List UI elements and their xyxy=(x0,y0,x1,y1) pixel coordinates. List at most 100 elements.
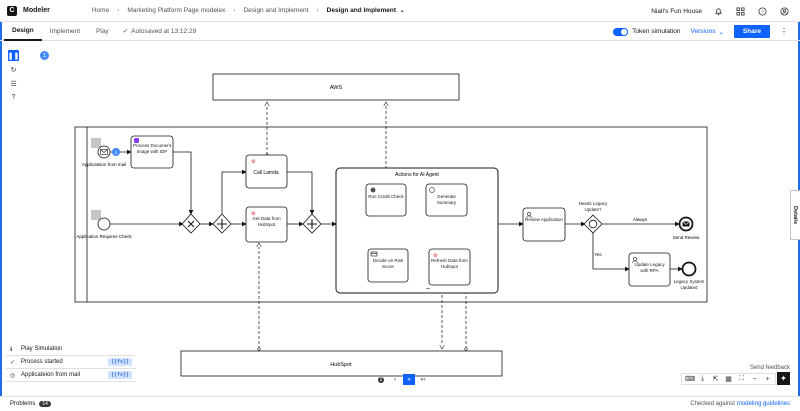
info-icon: ℹ xyxy=(10,346,13,353)
breadcrumb-folder[interactable]: Design and Implement xyxy=(243,7,309,14)
instance-count-badge[interactable]: 1 xyxy=(40,51,49,60)
modeling-guidelines-link[interactable]: modeling guidelines xyxy=(736,401,790,407)
camunda-logo[interactable]: C xyxy=(7,5,17,16)
zoom-in-icon[interactable]: + xyxy=(765,375,770,383)
token-simulation-toggle[interactable] xyxy=(613,27,629,36)
task-decide-risk-score[interactable] xyxy=(367,248,409,283)
script-icon xyxy=(370,187,376,193)
organization-name[interactable]: Niall's Fun House xyxy=(651,7,702,15)
apps-grid-icon[interactable] xyxy=(735,6,746,17)
gateway-needs-legacy-update[interactable] xyxy=(583,214,603,234)
user-avatar-icon[interactable] xyxy=(779,6,790,17)
breadcrumb-home[interactable]: Home xyxy=(91,7,110,14)
overflow-menu-icon[interactable]: ⋮ xyxy=(780,27,788,36)
play-icon[interactable]: › xyxy=(394,376,396,383)
keyboard-icon[interactable]: ⌨ xyxy=(685,376,696,383)
task-call-lamda[interactable] xyxy=(245,154,288,189)
breadcrumb-current-diagram[interactable]: Design and Implement ⌄ xyxy=(326,7,405,14)
svg-text:?: ? xyxy=(761,9,764,14)
checkmark-icon: ✓ xyxy=(122,28,129,35)
aws-pool[interactable] xyxy=(212,73,460,101)
ai-agent-subprocess-title: Actions for AI Agent xyxy=(395,172,439,178)
step-count-badge: 2 xyxy=(377,376,385,383)
parallel-gateway-split[interactable] xyxy=(212,213,232,234)
bpmn-canvas[interactable]: AWS HubSpot 1 Applicateio xyxy=(0,41,800,396)
ai-service-icon xyxy=(429,187,435,193)
start-event-check[interactable] xyxy=(91,210,111,231)
log-list-icon[interactable]: ☰ xyxy=(10,80,17,88)
map-icon[interactable]: ▦ xyxy=(725,376,732,383)
gateway-needs-legacy-update-label: Needs Legacy Update? xyxy=(578,201,608,212)
simulation-log-panel: ℹ Play Simulation ✓ Process started {{fx… xyxy=(6,343,136,382)
task-update-legacy-rpa-label: Update Legacy with RPA xyxy=(634,262,665,273)
reset-icon[interactable]: ↻ xyxy=(10,66,17,74)
download-icon[interactable]: ⤓ xyxy=(700,375,705,382)
hubspot-pool[interactable] xyxy=(180,350,503,377)
aws-pool-label: AWS xyxy=(330,85,343,91)
start-event-check-label: Application Requires Check xyxy=(76,234,132,239)
help-icon[interactable]: ? xyxy=(757,6,768,17)
details-panel-toggle[interactable]: Details xyxy=(790,190,800,240)
variables-button[interactable]: {{fx}} xyxy=(107,371,132,379)
send-feedback-link[interactable]: Send feedback xyxy=(749,365,790,371)
start-event-mail[interactable]: 1 xyxy=(91,138,120,159)
share-button[interactable]: Share xyxy=(733,25,770,38)
connector-icon: ⚙ xyxy=(251,159,256,165)
ai-assistant-icon[interactable]: ✦ xyxy=(777,372,790,385)
simulation-log-row[interactable]: ◎ Applicateion from mail {{fx}} xyxy=(6,369,136,382)
end-event-legacy-updated-label: Legacy System Updated xyxy=(673,279,705,290)
simulation-log-row[interactable]: ✓ Process started {{fx}} xyxy=(6,356,136,369)
breadcrumb-separator-icon: › xyxy=(233,7,236,14)
task-run-credit-check[interactable] xyxy=(365,183,407,217)
zoom-out-icon[interactable]: − xyxy=(752,375,757,383)
parallel-gateway-join[interactable] xyxy=(302,213,322,234)
tab-design[interactable]: Design xyxy=(4,22,42,41)
tab-implement[interactable]: Implement xyxy=(49,27,81,35)
user-task-icon xyxy=(527,212,531,216)
end-event-legacy-updated[interactable] xyxy=(681,261,697,277)
simulation-log-row[interactable]: ℹ Play Simulation xyxy=(6,343,136,356)
notification-bell-icon[interactable] xyxy=(713,6,724,17)
variables-button[interactable]: {{fx}} xyxy=(107,358,132,366)
versions-dropdown[interactable]: Versions⌄ xyxy=(690,28,724,36)
task-refresh-data-hubspot-label: Refresh Data from Hubspot xyxy=(431,258,468,269)
app-name: Modeler xyxy=(23,7,50,14)
flow-label-always: Always xyxy=(633,217,648,222)
chevron-down-icon: ⌄ xyxy=(718,28,724,36)
task-refresh-data-hubspot[interactable] xyxy=(428,248,471,286)
end-event-send-review-label: Send Review xyxy=(673,235,700,240)
export-icon[interactable]: ⇱ xyxy=(712,376,719,383)
token-simulation-label: Token simulation xyxy=(632,28,681,35)
autosave-status: ✓ Autosaved at 13:12:29 xyxy=(122,27,197,36)
ai-agent-subprocess[interactable] xyxy=(335,167,499,294)
task-generate-summary[interactable] xyxy=(425,183,468,217)
fast-forward-icon[interactable]: » xyxy=(403,374,415,385)
breadcrumb-project[interactable]: Marketing Platform Page modelex xyxy=(127,7,226,14)
task-review-application[interactable] xyxy=(522,207,566,242)
idp-task-icon xyxy=(134,138,139,143)
task-call-lamda-label: Call Lamda xyxy=(253,170,279,176)
task-generate-summary-label: Generate Summary xyxy=(436,194,457,205)
playback-controls: 2 › » »› xyxy=(375,374,429,385)
mail-event-icon: ◎ xyxy=(10,372,16,379)
task-get-data-hubspot[interactable] xyxy=(245,206,288,243)
task-update-legacy-rpa[interactable] xyxy=(628,252,671,287)
tab-play[interactable]: Play xyxy=(96,27,109,35)
help-icon[interactable]: ? xyxy=(11,94,16,101)
tool-palette: ❚❚ ↻ ☰ ? xyxy=(8,50,19,103)
user-task-icon xyxy=(633,257,637,261)
modeling-guidelines-status: Checked against modeling guidelines xyxy=(690,401,790,407)
chevron-down-icon: ⌄ xyxy=(398,8,405,14)
pause-icon[interactable]: ❚❚ xyxy=(8,50,19,61)
task-review-application-label: Review Application xyxy=(525,217,563,222)
envelope-icon xyxy=(100,149,108,155)
exclusive-gateway-join[interactable] xyxy=(181,213,201,234)
end-event-send-review[interactable] xyxy=(678,216,694,232)
task-decide-risk-score-label: Decide on Risk Score xyxy=(372,258,404,269)
task-process-document[interactable] xyxy=(130,135,174,169)
problems-count-badge: 14 xyxy=(39,400,51,407)
skip-to-end-icon[interactable]: »› xyxy=(420,376,426,383)
fit-to-screen-icon[interactable]: ⛶ xyxy=(739,375,744,382)
